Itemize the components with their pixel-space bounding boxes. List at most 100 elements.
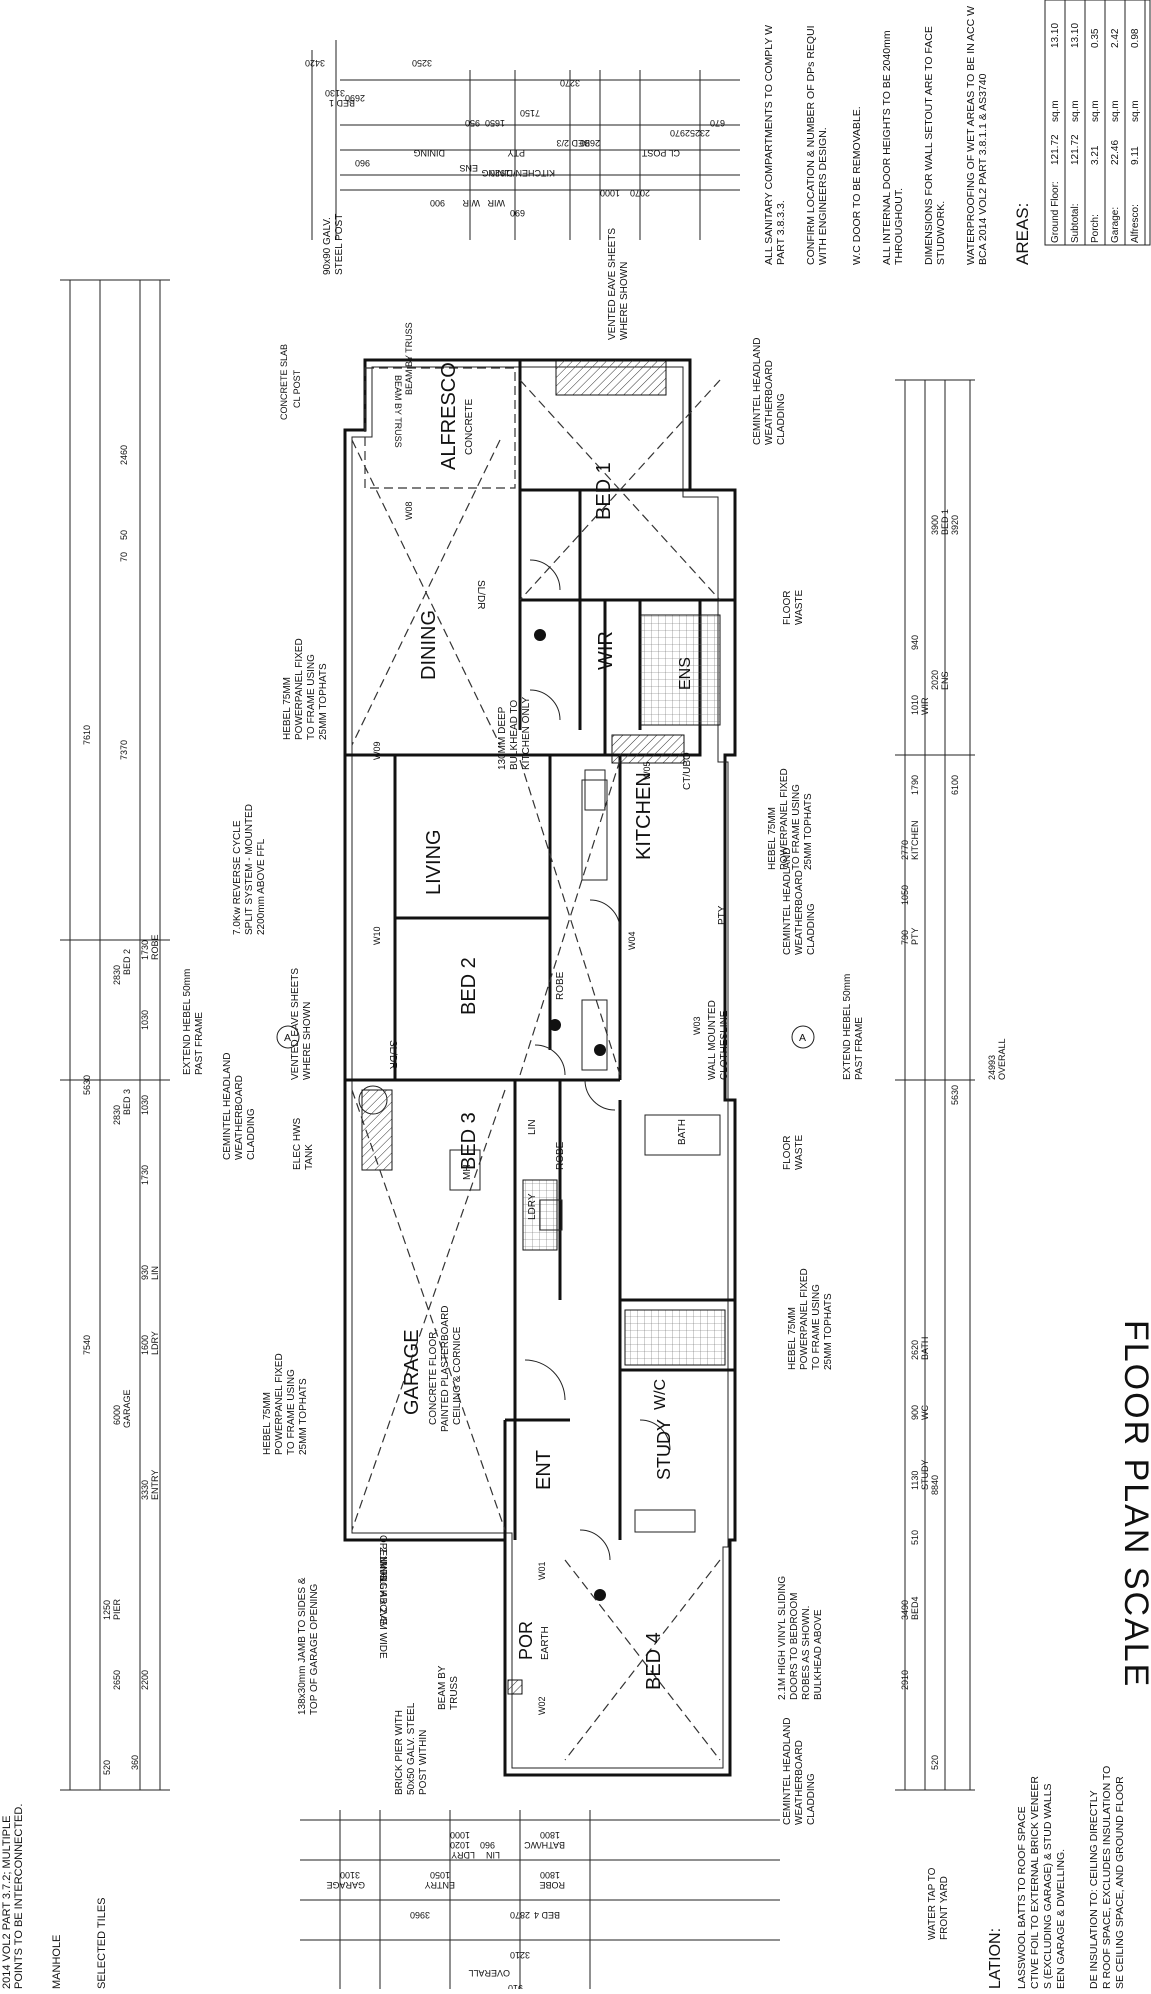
window-w02: W02 (537, 1696, 547, 1715)
left-dimension: 2830 (112, 965, 122, 985)
left-dimension: 1030 (140, 1010, 150, 1030)
callout-hebel-top: POWERPANEL FIXED (294, 638, 305, 740)
light-fitting (594, 1044, 606, 1056)
callout-hebel-garage: HEBEL 75MM (262, 1392, 273, 1455)
callout-hebel-top: TO FRAME USING (306, 654, 317, 740)
bottom-dimension: 3100 (340, 1870, 360, 1880)
right-dimension: 790 (900, 930, 910, 945)
callout-hebel-right: TO FRAME USING (811, 1284, 822, 1370)
callout-beam-truss: BEAM BY (437, 1665, 448, 1710)
top-note-line: THROUGHOUT. (893, 188, 905, 265)
room-living: LIVING (423, 829, 445, 895)
callout-hebel-kitchen: POWERPANEL FIXED (779, 768, 790, 870)
top-dimension: 2325 (690, 128, 710, 138)
top-note-line: ALL INTERNAL DOOR HEIGHTS TO BE 2040mm (881, 30, 893, 265)
area-name: Porch: (1090, 214, 1101, 243)
area-unit: sq.m (1070, 100, 1081, 122)
top-note-line: STUDWORK. (935, 201, 947, 265)
callout-beam-truss: TRUSS (449, 1676, 460, 1710)
left-dimension: 1250 (102, 1600, 112, 1620)
top-dimension: BED 1 (329, 98, 355, 108)
room-wir: WIR (595, 631, 617, 670)
callout-galv-post: STEEL POST (334, 214, 345, 275)
bottom-dimension: ROBE (539, 1880, 565, 1890)
robe-bed3 (581, 999, 608, 1071)
left-dimension: BED 2 (122, 949, 132, 975)
insulation-line: LASSWOOL BATTS TO ROOF SPACE (1016, 1806, 1028, 1989)
laundry-tub (539, 1199, 563, 1231)
right-dimension: 2620 (910, 1340, 920, 1360)
right-dimension: 3920 (950, 515, 960, 535)
callout-vinyl-sliding: DOORS TO BEDROOM (789, 1593, 800, 1700)
bottom-dimension-strip: OVERALL3210287091039603100GARAGE1050ENTR… (300, 1810, 780, 1993)
left-dimension: 6000 (112, 1405, 122, 1425)
interior-wall-outline (351, 366, 729, 1769)
left-dimension: 1030 (140, 1095, 150, 1115)
room-alfresco-sub: CONCRETE (464, 399, 475, 455)
room-bed4: BED 4 (643, 1632, 665, 1690)
top-dimension: WIR (487, 198, 505, 208)
callout-hebel-right: POWERPANEL FIXED (799, 1268, 810, 1370)
right-dimension: 3490 (900, 1600, 910, 1620)
callout-vinyl-sliding: BULKHEAD ABOVE (813, 1609, 824, 1700)
callout-wall-clothesline: CLOTHESLINE (719, 1010, 730, 1080)
callout-hebel-kitchen: 25MM TOPHATS (803, 793, 814, 870)
insulation-line: SE CEILING SPACE, AND GROUND FLOOR (1114, 1776, 1126, 1989)
room-garage-sub2: PAINTED PLASTERBOARD (440, 1305, 451, 1432)
exterior-wall-outline (343, 358, 737, 1777)
bottom-note-line: 2014 VOL2 PART 3.7.2; MULTIPLE (1, 1816, 13, 1989)
bottom-note-line: POINTS TO BE INTERCONNECTED. (13, 1804, 25, 1989)
area-unit: sq.m (1050, 100, 1061, 122)
bathtub (644, 1114, 721, 1156)
callout-vented-eave: WHERE SHOWN (302, 1002, 313, 1080)
bottom-dimension: 1050 (430, 1870, 450, 1880)
left-dimension: 70 (119, 552, 129, 562)
left-dimension: 3330 (140, 1480, 150, 1500)
top-note-line: ALL SANITARY COMPARTMENTS TO COMPLY W (763, 25, 775, 265)
light-fitting (549, 1019, 561, 1031)
kitchen-wall-hatch (611, 734, 685, 764)
callout-extend-hebel-right: EXTEND HEBEL 50mm (842, 974, 853, 1080)
bottom-dimension: OVERALL (468, 1968, 510, 1978)
right-dimension: WC (920, 1405, 930, 1420)
building-walls (343, 358, 737, 1777)
callout-water-tap: FRONT YARD (939, 1876, 950, 1940)
callout-cemintel-top: CEMINTEL HEADLAND (752, 338, 763, 445)
top-dimension: 900 (430, 198, 445, 208)
callout-cemintel-bottom: CEMINTEL HEADLAND (782, 1718, 793, 1825)
room-por-sub: EARTH (540, 1626, 551, 1660)
callout-vented-eave: VENTED EAVE SHEETS (290, 968, 301, 1080)
top-note-line: WATERPROOFING OF WET AREAS TO BE IN ACC … (965, 6, 977, 265)
area-value: 121.72 (1070, 134, 1081, 165)
left-dimension: BED 3 (122, 1089, 132, 1115)
room-bath: BATH (677, 1119, 688, 1145)
callout-elec-hws: TANK (304, 1144, 315, 1170)
callout-beam-by-truss-top: BEAM BY TRUSS (393, 375, 403, 448)
right-dimension: BED 1 (940, 509, 950, 535)
right-dimension: 940 (910, 635, 920, 650)
callout-bulkhead: KITCHEN ONLY (521, 697, 532, 770)
section-marker-left (276, 1025, 300, 1049)
room-pty: PTY (717, 905, 728, 925)
window-w03: W03 (692, 1016, 702, 1035)
left-dimension: 520 (102, 1760, 112, 1775)
window-w01: W01 (537, 1561, 547, 1580)
bottom-dimension: LIN (486, 1850, 500, 1860)
left-dimension: LIN (150, 1266, 160, 1280)
bottom-note-line: SELECTED TILES (96, 1898, 108, 1990)
room-garage: GARAGE (401, 1329, 423, 1415)
callout-jamb: 138x30mm JAMB TO SIDES & (297, 1577, 308, 1715)
room-wc: W/C (652, 1379, 669, 1410)
room-ent: ENT (533, 1450, 555, 1490)
room-dining: DINING (418, 610, 440, 680)
callout-brick-pier: POST WITHIN (418, 1730, 429, 1795)
drawing-title: FLOOR PLAN SCALE (1117, 1320, 1151, 1688)
callout-elec-hws: ELEC HWS (292, 1117, 303, 1170)
callout-bulkhead: 130MM DEEP (497, 706, 508, 770)
room-lin: LIN (527, 1119, 538, 1135)
bottom-dimension: 1800 (540, 1870, 560, 1880)
top-dimension: DINING (414, 148, 446, 158)
